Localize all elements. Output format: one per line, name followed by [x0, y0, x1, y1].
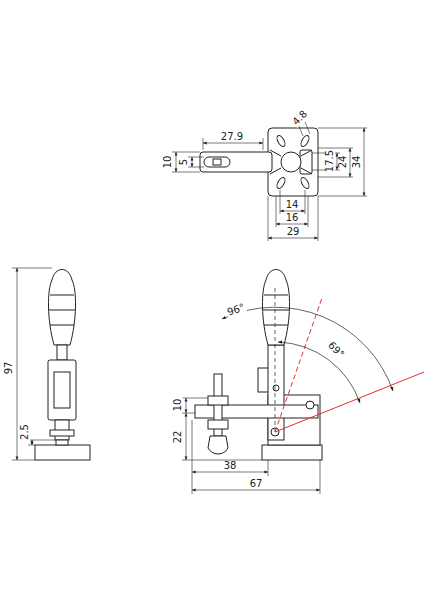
dimension-label: 16 [285, 213, 300, 223]
dimension-label: 24 [338, 155, 348, 170]
dimension-label: 97 [4, 361, 14, 376]
base-plate-side [35, 445, 90, 460]
dimension-label: 34 [352, 155, 362, 170]
dimension-label: 38 [223, 461, 238, 471]
angle-arc [278, 342, 360, 403]
dimension-label: 22 [173, 430, 183, 445]
base-flange [262, 445, 322, 460]
dimension-label: 29 [286, 227, 301, 237]
dimension-lines [17, 128, 364, 490]
dimension-label: 4.8 [290, 108, 310, 128]
linkage-frame [48, 360, 76, 420]
clamp-arm-front [195, 405, 318, 418]
angle-arc [222, 307, 393, 391]
angle-label: 96° [225, 302, 247, 318]
handle-lever [268, 345, 284, 440]
dimension-label: 5 [179, 158, 189, 166]
hub [281, 152, 301, 172]
rubber-tip [208, 436, 228, 454]
angle-label: 69° [325, 339, 346, 360]
dimension-label: 10 [163, 155, 173, 170]
open-position-line [275, 298, 322, 432]
base-plate-top [268, 128, 318, 196]
handle-knob-side [48, 270, 75, 346]
clamp-arm-top [200, 152, 272, 172]
dimension-label: 2.5 [20, 423, 30, 441]
dimension-label: 10 [173, 398, 183, 413]
dimension-label: 67 [249, 479, 264, 489]
dimension-label: 14 [285, 200, 300, 210]
dimension-label: 17.5 [325, 149, 335, 173]
dimension-label: 27.9 [220, 132, 244, 142]
